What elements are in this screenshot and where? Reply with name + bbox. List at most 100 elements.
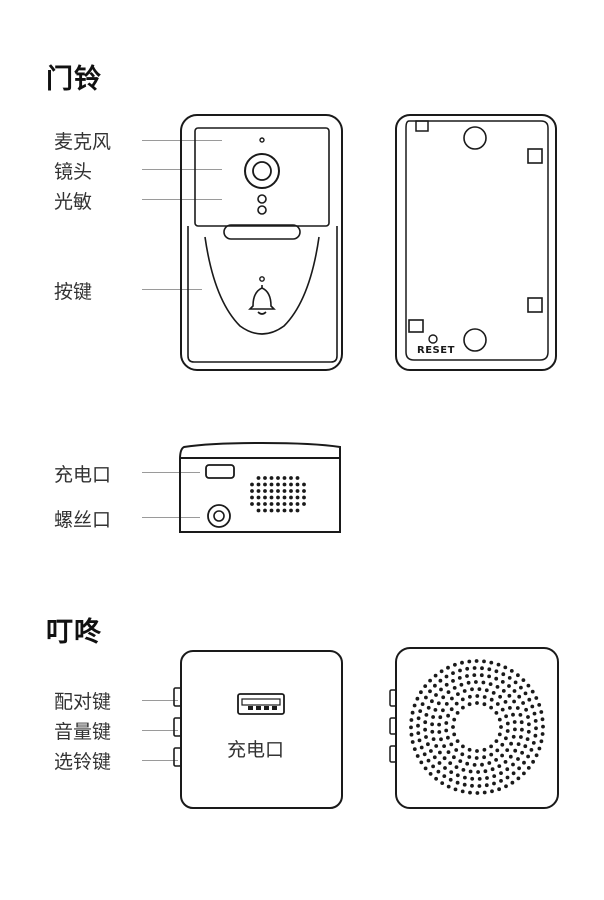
speaker-hole bbox=[515, 706, 520, 710]
chime-heading: 叮咚 bbox=[46, 617, 102, 648]
speaker-hole bbox=[500, 707, 505, 712]
speaker-hole bbox=[446, 735, 450, 740]
speaker-hole bbox=[475, 694, 480, 698]
speaker-hole bbox=[482, 790, 487, 795]
speaker-hole bbox=[516, 757, 520, 761]
bell-icon bbox=[248, 285, 276, 315]
speaker-hole bbox=[442, 744, 446, 748]
speaker-hole bbox=[494, 669, 499, 674]
speaker-hole bbox=[437, 722, 441, 727]
speaker-hole bbox=[438, 715, 443, 720]
light-sensor-label: 光敏 bbox=[54, 191, 93, 213]
speaker-hole bbox=[295, 495, 300, 500]
speaker-hole bbox=[467, 659, 472, 664]
speaker-hole bbox=[428, 678, 432, 683]
speaker-hole bbox=[433, 673, 438, 678]
speaker-hole bbox=[477, 777, 482, 781]
chime-front-view bbox=[173, 650, 343, 809]
speaker-hole bbox=[463, 775, 467, 780]
speaker-hole bbox=[282, 502, 287, 506]
speaker-hole bbox=[424, 695, 428, 700]
speaker-hole bbox=[484, 783, 489, 788]
volume-button[interactable] bbox=[173, 717, 182, 737]
speaker-hole bbox=[451, 671, 455, 675]
speaker-hole bbox=[441, 708, 445, 713]
speaker-hole bbox=[477, 687, 482, 691]
doorbell-heading: 门铃 bbox=[46, 64, 102, 95]
pair-button[interactable] bbox=[173, 687, 182, 707]
speaker-hole bbox=[412, 747, 417, 751]
speaker-hole bbox=[443, 766, 447, 770]
speaker-hole bbox=[504, 736, 508, 741]
speaker-hole bbox=[256, 476, 261, 480]
speaker-hole bbox=[467, 747, 472, 752]
speaker-hole bbox=[424, 735, 428, 739]
speaker-hole bbox=[282, 476, 287, 480]
microphone-hole bbox=[259, 137, 265, 143]
speaker-hole bbox=[256, 502, 261, 506]
screw-hole-label: 螺丝口 bbox=[54, 509, 112, 531]
speaker-hole bbox=[420, 702, 425, 706]
speaker-hole bbox=[295, 482, 300, 487]
speaker-hole bbox=[512, 720, 517, 724]
speaker-hole bbox=[468, 769, 473, 774]
speaker-hole bbox=[539, 739, 544, 744]
speaker-hole bbox=[460, 697, 465, 702]
speaker-hole bbox=[453, 662, 457, 667]
speaker-hole bbox=[511, 762, 515, 767]
ring-select-button[interactable] bbox=[173, 747, 182, 767]
speaker-hole bbox=[449, 707, 454, 712]
speaker-hole bbox=[526, 754, 530, 759]
speaker-hole bbox=[539, 710, 544, 714]
speaker-hole bbox=[448, 777, 453, 782]
speaker-hole bbox=[430, 722, 434, 727]
speaker-hole bbox=[524, 707, 528, 712]
speaker-hole bbox=[263, 482, 267, 487]
speaker-hole bbox=[461, 744, 465, 749]
speaker-hole bbox=[450, 696, 454, 701]
speaker-hole bbox=[494, 711, 499, 715]
speaker-hole bbox=[474, 659, 479, 663]
front-slot bbox=[223, 224, 301, 240]
speaker-hole bbox=[434, 693, 438, 697]
speaker-hole bbox=[302, 482, 306, 487]
speaker-hole bbox=[458, 668, 462, 673]
speaker-hole bbox=[500, 753, 504, 758]
speaker-hole bbox=[519, 685, 523, 690]
speaker-hole bbox=[419, 760, 424, 765]
speaker-hole bbox=[480, 762, 484, 767]
speaker-hole bbox=[276, 502, 280, 506]
speaker-hole bbox=[430, 729, 435, 734]
speaker-hole bbox=[461, 705, 465, 710]
speaker-hole bbox=[534, 753, 539, 758]
speaker-hole bbox=[439, 669, 444, 674]
chime-back-view bbox=[389, 647, 559, 809]
reset-button[interactable] bbox=[428, 334, 438, 344]
speaker-hole bbox=[472, 673, 477, 677]
mount-hole-bottom bbox=[463, 328, 487, 352]
speaker-hole bbox=[523, 744, 528, 749]
speaker-hole bbox=[295, 502, 300, 506]
speaker-hole bbox=[446, 784, 451, 789]
speaker-hole bbox=[438, 678, 443, 683]
bottom-speaker-grille bbox=[250, 476, 306, 513]
speaker-hole bbox=[526, 766, 531, 770]
button-panel-outline bbox=[204, 236, 320, 335]
speaker-hole bbox=[462, 782, 467, 787]
chime-port-label: 充电口 bbox=[227, 739, 285, 761]
speaker-hole bbox=[488, 682, 493, 686]
speaker-hole bbox=[250, 495, 254, 500]
speaker-hole bbox=[497, 764, 502, 768]
speaker-hole bbox=[432, 755, 437, 760]
speaker-hole bbox=[526, 729, 531, 734]
button-leader-line bbox=[142, 289, 202, 290]
speaker-hole bbox=[289, 495, 293, 500]
speaker-hole bbox=[532, 711, 537, 716]
speaker-hole bbox=[516, 673, 520, 678]
speaker-hole bbox=[440, 781, 445, 785]
speaker-hole bbox=[531, 741, 536, 745]
speaker-hole bbox=[497, 787, 501, 792]
speaker-hole bbox=[483, 769, 488, 774]
speaker-hole bbox=[523, 691, 528, 696]
speaker-hole bbox=[282, 482, 287, 487]
